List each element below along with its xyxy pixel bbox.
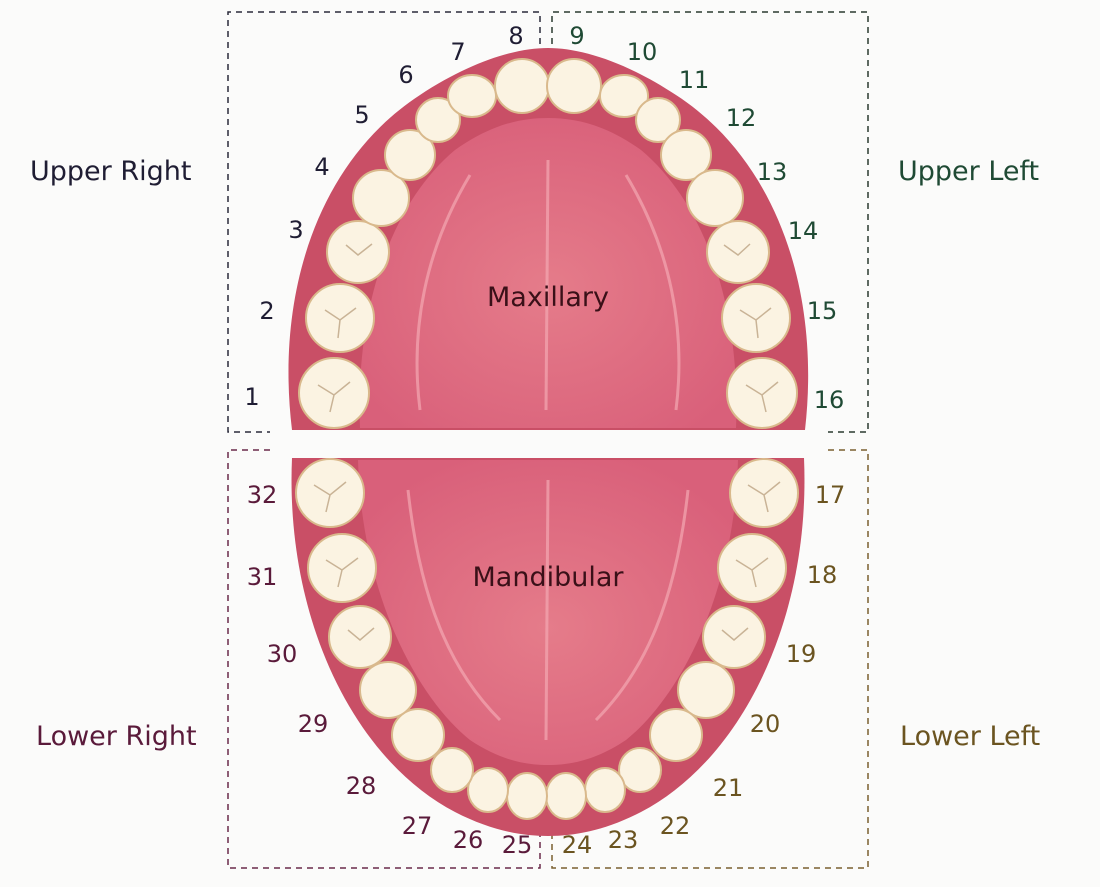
lower-teeth (295, 458, 799, 820)
tooth-24 (545, 772, 587, 820)
tooth-number-31: 31 (247, 563, 278, 591)
tooth-18 (717, 533, 787, 603)
tooth-number-13: 13 (757, 158, 788, 186)
tooth-number-8: 8 (508, 22, 523, 50)
tooth-number-10: 10 (627, 38, 658, 66)
tooth-25 (506, 772, 548, 820)
tooth-16 (726, 357, 798, 429)
mandibular-label: Mandibular (473, 562, 625, 593)
tooth-10 (599, 74, 649, 118)
tooth-number-6: 6 (398, 61, 413, 89)
tooth-9 (546, 58, 602, 114)
tooth-number-26: 26 (453, 826, 484, 854)
palate-ridges (406, 159, 690, 741)
tooth-number-21: 21 (713, 774, 744, 802)
tooth-number-7: 7 (450, 38, 465, 66)
tooth-number-9: 9 (569, 22, 584, 50)
tooth-1 (298, 357, 370, 429)
tooth-28 (391, 708, 445, 762)
tooth-number-23: 23 (608, 826, 639, 854)
tooth-11 (635, 97, 681, 143)
upper-teeth (298, 58, 798, 429)
tooth-number-14: 14 (788, 217, 819, 245)
upper-left-label: Upper Left (898, 156, 1039, 187)
tooth-number-16: 16 (814, 386, 845, 414)
tooth-number-28: 28 (346, 772, 377, 800)
tooth-17 (729, 458, 799, 528)
tooth-14 (706, 220, 770, 284)
tooth-12 (660, 129, 712, 181)
lower-right-numbers: 25 26 27 28 29 30 31 32 (247, 481, 533, 859)
tooth-32 (295, 458, 365, 528)
tooth-number-15: 15 (807, 297, 838, 325)
upper-right-label: Upper Right (30, 156, 191, 187)
tooth-number-5: 5 (354, 101, 369, 129)
tooth-7 (447, 74, 497, 118)
tooth-number-20: 20 (750, 710, 781, 738)
tooth-4 (352, 169, 410, 227)
tooth-number-27: 27 (402, 812, 433, 840)
tooth-29 (359, 661, 417, 719)
lower-left-label: Lower Left (900, 721, 1040, 752)
molar-fissures (313, 243, 781, 641)
tooth-22 (618, 747, 662, 793)
lower-left-box (551, 449, 869, 869)
tooth-number-24: 24 (562, 831, 593, 859)
tooth-19 (702, 605, 766, 669)
tooth-number-30: 30 (267, 640, 298, 668)
tooth-13 (686, 169, 744, 227)
tooth-15 (721, 283, 791, 353)
tooth-number-22: 22 (660, 812, 691, 840)
tooth-31 (307, 533, 377, 603)
tooth-number-11: 11 (679, 66, 710, 94)
tooth-number-19: 19 (786, 640, 817, 668)
maxillary-label: Maxillary (487, 282, 609, 313)
lower-left-numbers: 17 18 19 20 21 22 23 24 (562, 481, 846, 859)
tooth-number-4: 4 (314, 153, 329, 181)
tooth-number-32: 32 (247, 481, 278, 509)
upper-right-numbers: 1 2 3 4 5 6 7 8 (244, 22, 523, 411)
upper-left-numbers: 9 10 11 12 13 14 15 16 (569, 22, 844, 414)
tooth-number-18: 18 (807, 561, 838, 589)
tooth-number-25: 25 (502, 831, 533, 859)
tooth-number-3: 3 (288, 216, 303, 244)
tooth-6 (415, 97, 461, 143)
tooth-21 (649, 708, 703, 762)
tooth-number-2: 2 (259, 297, 274, 325)
tooth-26 (467, 767, 509, 813)
lower-right-box (227, 449, 541, 869)
tooth-23 (584, 767, 626, 813)
tooth-2 (305, 283, 375, 353)
tooth-5 (384, 129, 436, 181)
tooth-number-1: 1 (244, 383, 259, 411)
upper-right-box (227, 11, 541, 433)
tooth-number-12: 12 (726, 104, 757, 132)
tooth-number-29: 29 (298, 710, 329, 738)
tooth-27 (430, 747, 474, 793)
tooth-30 (328, 605, 392, 669)
upper-left-box (551, 11, 869, 433)
tooth-8 (494, 58, 550, 114)
tooth-20 (677, 661, 735, 719)
tooth-number-17: 17 (815, 481, 846, 509)
tooth-3 (326, 220, 390, 284)
lower-right-label: Lower Right (36, 721, 197, 752)
